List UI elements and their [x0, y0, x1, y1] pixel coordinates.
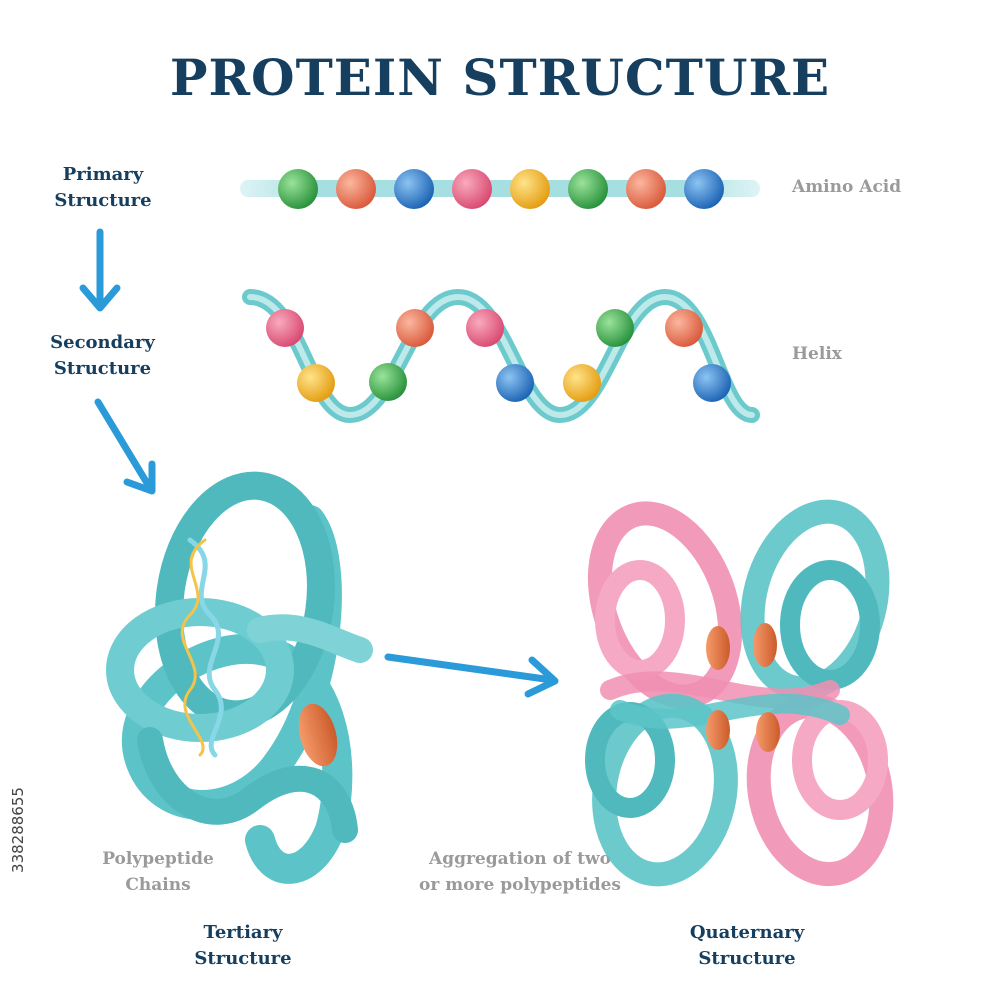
helix-label: Helix — [792, 344, 842, 364]
helix-bead-yellow — [297, 364, 335, 402]
helix-bead-orange — [665, 309, 703, 347]
amino-acid-bead-green — [278, 169, 318, 209]
amino-acid-bead-yellow — [510, 169, 550, 209]
aggregation-label: Aggregation of two or more polypeptides — [405, 846, 635, 898]
amino-acid-bead-pink — [452, 169, 492, 209]
quaternary-cofactor-2 — [753, 623, 777, 667]
amino-acid-bead-blue — [684, 169, 724, 209]
tertiary-chain-ring-small — [106, 598, 294, 742]
quaternary-structure-label: Quaternary Structure — [672, 920, 822, 972]
aggregation-line1: Aggregation of two — [429, 849, 611, 869]
primary-label-line1: Primary — [62, 164, 144, 185]
quaternary-label-line1: Quaternary — [689, 922, 805, 943]
secondary-label-line1: Secondary — [50, 332, 155, 353]
aggregation-line2: or more polypeptides — [419, 875, 621, 895]
quaternary-cofactor-3 — [706, 710, 730, 750]
tertiary-chain-loop-b — [137, 727, 358, 843]
primary-label-line2: Structure — [54, 190, 152, 211]
helix-bead-blue — [693, 364, 731, 402]
amino-acid-label: Amino Acid — [792, 177, 902, 197]
primary-chain-backbone — [240, 180, 760, 197]
tertiary-label-line1: Tertiary — [203, 922, 283, 943]
polypeptide-line2: Chains — [125, 875, 191, 895]
tertiary-helix-strand-2 — [180, 538, 207, 757]
helix-bead-orange — [396, 309, 434, 347]
helix-bead-blue — [496, 364, 534, 402]
primary-amino-acid-beads — [278, 169, 724, 209]
polypeptide-line1: Polypeptide — [102, 849, 214, 869]
tertiary-helix-strand-1 — [187, 537, 224, 758]
quaternary-label-line2: Structure — [698, 948, 796, 969]
helix-bead-yellow — [563, 364, 601, 402]
primary-structure-label: Primary Structure — [38, 162, 168, 214]
helix-bead-pink — [466, 309, 504, 347]
tertiary-to-quaternary-arrowhead — [524, 656, 559, 698]
tertiary-cofactor — [298, 703, 338, 767]
helix-bead-green — [369, 363, 407, 401]
amino-acid-bead-green — [568, 169, 608, 209]
quaternary-link-2 — [610, 693, 850, 729]
tertiary-to-quaternary-arrow — [384, 653, 556, 684]
amino-acid-bead-orange — [336, 169, 376, 209]
quaternary-cofactor-4 — [756, 712, 780, 752]
secondary-structure-label: Secondary Structure — [30, 330, 175, 382]
quaternary-protein — [585, 499, 894, 887]
helix-bead-pink — [266, 309, 304, 347]
primary-to-secondary-arrowhead — [79, 284, 121, 312]
amino-acid-bead-orange — [626, 169, 666, 209]
tertiary-protein — [106, 471, 373, 884]
helix-bead-green — [596, 309, 634, 347]
polypeptide-chains-label: Polypeptide Chains — [78, 846, 238, 898]
diagram-title: PROTEIN STRUCTURE — [169, 48, 831, 107]
quaternary-cofactor-1 — [706, 626, 730, 670]
tertiary-structure-label: Tertiary Structure — [178, 920, 308, 972]
secondary-label-line2: Structure — [53, 358, 152, 379]
tertiary-label-line2: Structure — [194, 948, 292, 969]
secondary-to-tertiary-arrow — [94, 398, 154, 492]
secondary-to-tertiary-arrowhead — [123, 460, 156, 495]
amino-acid-bead-blue — [394, 169, 434, 209]
helix-ribbon — [242, 288, 760, 424]
quaternary-subunit-pink-top-ring — [595, 560, 685, 680]
tertiary-chain-tail — [247, 614, 373, 663]
helix-amino-acid-beads — [266, 309, 731, 402]
